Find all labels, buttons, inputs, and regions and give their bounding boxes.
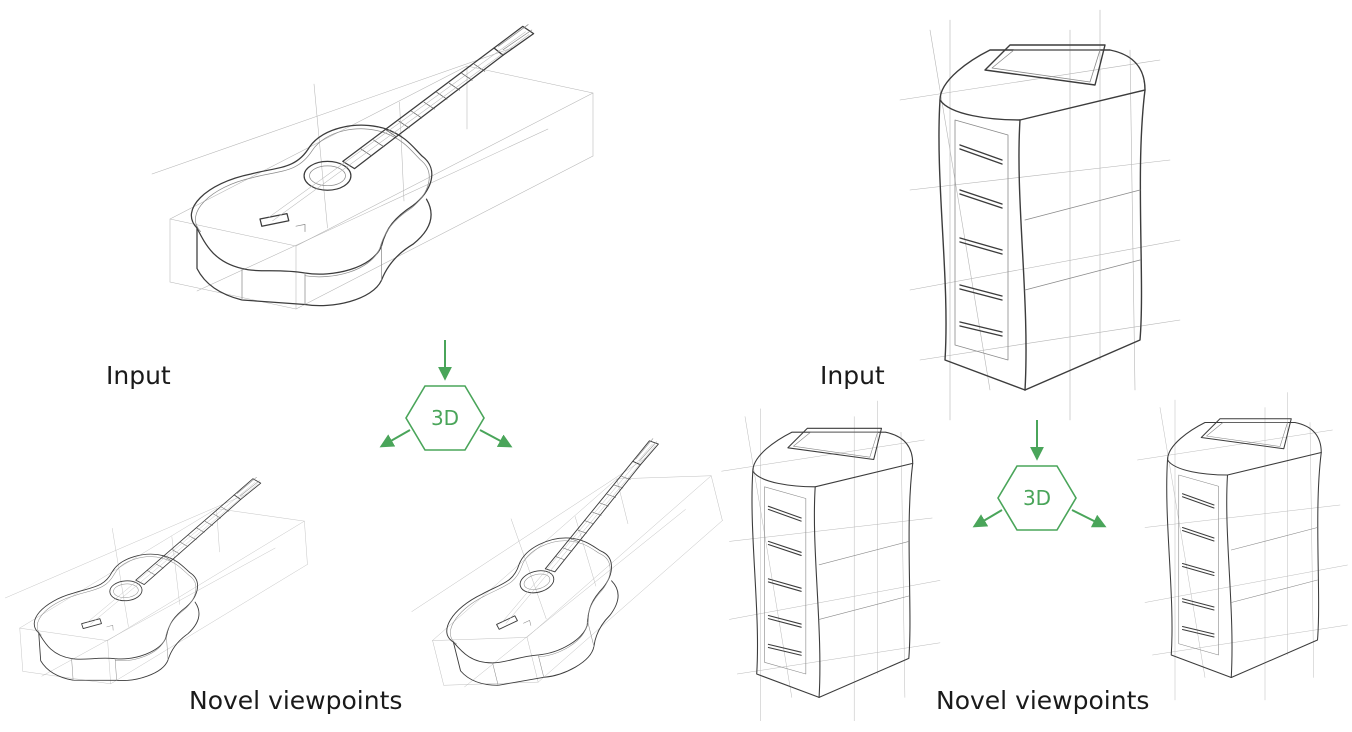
arrow-right-icon <box>1071 509 1107 528</box>
arrow-left-icon <box>972 509 1003 528</box>
badge-label: 3D <box>431 406 459 430</box>
cabinet-novel-view-2 <box>1136 391 1349 701</box>
guitar-output-label: Novel viewpoints <box>189 686 403 715</box>
hexagon-icon <box>997 465 1077 531</box>
arrow-right-icon <box>479 429 513 448</box>
badge-label: 3D <box>1023 486 1051 510</box>
guitar-3d-badge: 3D <box>379 340 513 451</box>
cabinet-novel-view-1 <box>721 400 941 722</box>
guitar-input-label: Input <box>106 361 171 390</box>
guitar-novel-view-2 <box>384 426 750 709</box>
cabinet-3d-badge: 3D <box>972 420 1107 531</box>
guitar-input-sketch <box>151 23 594 310</box>
arrow-left-icon <box>379 429 411 448</box>
cabinet-output-label: Novel viewpoints <box>936 686 1150 715</box>
guitar-novel-view-1 <box>0 473 316 692</box>
cabinet-input-label: Input <box>820 361 885 390</box>
hexagon-icon <box>405 385 485 451</box>
cabinet-input-sketch <box>899 9 1181 421</box>
